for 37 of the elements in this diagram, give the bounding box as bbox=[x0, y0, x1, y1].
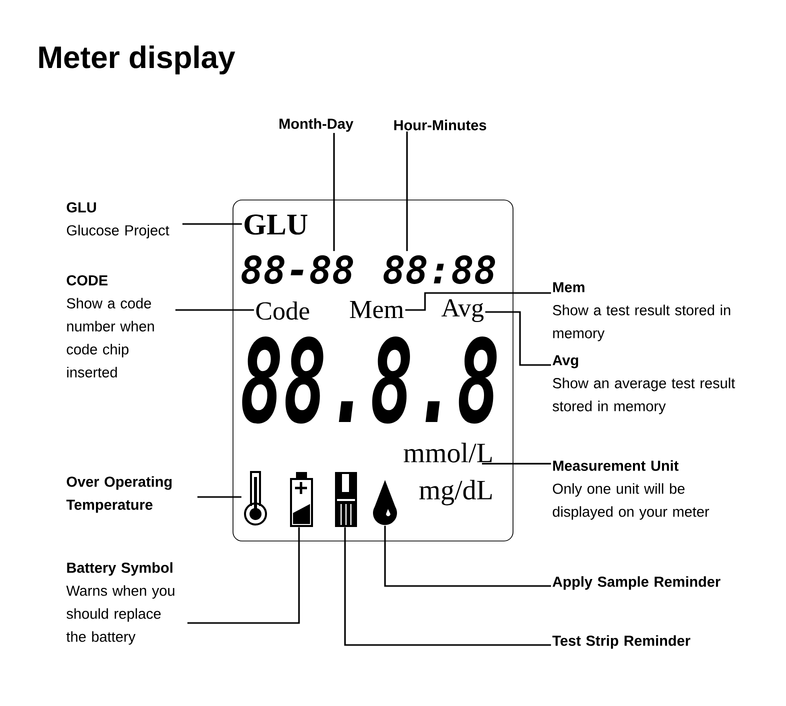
display-text: 88-88 bbox=[242, 255, 353, 284]
display-text: mmol/L bbox=[404, 442, 492, 462]
callout-text: Avg Show an average test result stored in memory bbox=[552, 355, 736, 414]
callout-text: Over Operating Temperature bbox=[66, 476, 172, 513]
display-text: 88:88 bbox=[384, 255, 495, 284]
leader-line bbox=[344, 527, 551, 646]
display-text: GLU bbox=[244, 214, 308, 235]
leader-line bbox=[175, 309, 254, 311]
leader-line bbox=[405, 292, 551, 311]
leader-line bbox=[197, 496, 242, 498]
display-screen bbox=[232, 200, 514, 542]
leader-line bbox=[182, 223, 242, 225]
callout-text: Battery Symbol Warns when you should replace the battery bbox=[66, 562, 174, 645]
display-text: Code bbox=[256, 301, 310, 320]
title: Meter display bbox=[39, 46, 236, 74]
callout-text: Apply Sample Reminder bbox=[552, 576, 720, 590]
display-text: Avg bbox=[441, 299, 484, 322]
callout-text: GLU Glucose Project bbox=[66, 202, 170, 238]
display-text: Mem bbox=[350, 300, 404, 318]
callout-text: Mem Show a test result stored in memory bbox=[552, 282, 730, 342]
test-strip-icon bbox=[335, 472, 357, 527]
leader-line bbox=[485, 311, 551, 366]
lcd-digits: 88.8.8 bbox=[242, 336, 497, 424]
leader-line bbox=[384, 526, 551, 587]
battery-icon bbox=[290, 472, 313, 527]
callout-text: Measurement Unit Only one unit will be displayed on your meter bbox=[552, 460, 710, 520]
leader-line bbox=[187, 527, 300, 624]
thermometer-icon bbox=[244, 471, 267, 526]
callout-text: Hour-Minutes bbox=[394, 120, 486, 130]
leader-line bbox=[406, 132, 408, 252]
leader-line bbox=[333, 132, 335, 252]
callout-text: CODE Show a code number when code chip inserted bbox=[66, 275, 154, 378]
leader-line bbox=[482, 462, 551, 464]
display-text: mg/dL bbox=[419, 480, 492, 506]
drop-icon bbox=[373, 480, 397, 525]
callout-text: Test Strip Reminder bbox=[552, 635, 690, 649]
callout-text: Month-Day bbox=[280, 118, 354, 132]
